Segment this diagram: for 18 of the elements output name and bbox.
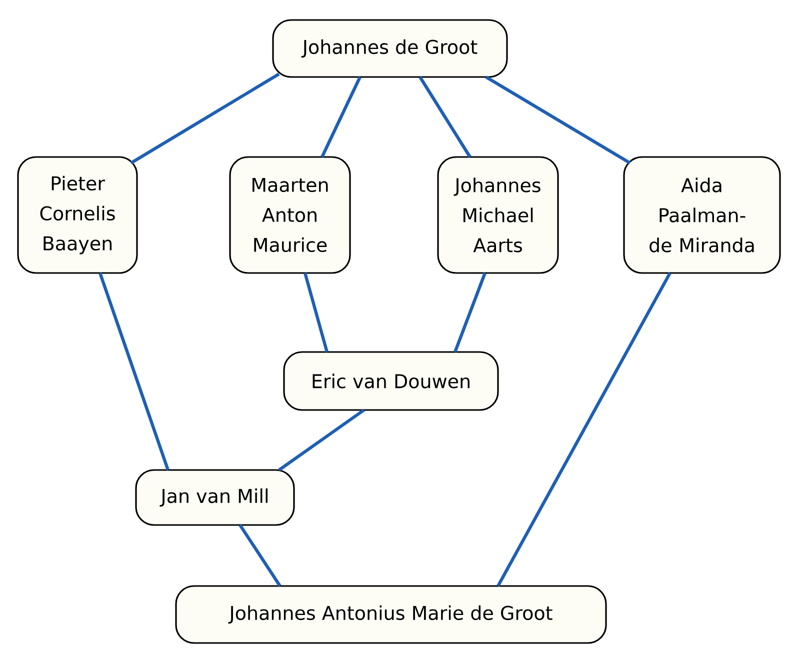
- connector-line: [320, 76, 362, 158]
- connector-line: [130, 72, 280, 164]
- name-box: Maarten Anton Maurice: [229, 156, 351, 274]
- connector-line: [454, 272, 486, 353]
- name-box: Johannes de Groot: [272, 19, 508, 78]
- name-box: Johannes Antonius Marie de Groot: [175, 585, 607, 644]
- connector-line: [98, 272, 170, 471]
- name-box: Jan van Mill: [135, 469, 295, 526]
- connector-line: [485, 76, 631, 164]
- connector-line: [278, 408, 365, 472]
- name-box: Johannes Michael Aarts: [437, 156, 559, 274]
- connector-line: [496, 272, 672, 587]
- connector-line: [238, 524, 282, 587]
- connector-line: [418, 76, 472, 158]
- connector-line: [303, 272, 329, 352]
- name-box: Eric van Douwen: [283, 351, 499, 411]
- name-box: Pieter Cornelis Baayen: [17, 156, 138, 274]
- name-box: Aida Paalman-de Miranda: [623, 156, 781, 274]
